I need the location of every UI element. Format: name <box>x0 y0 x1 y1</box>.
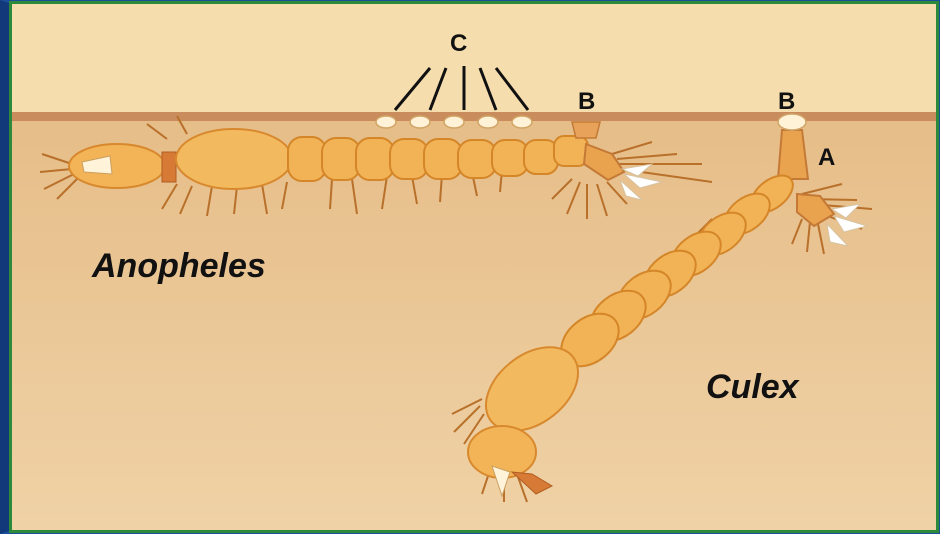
label-anopheles: Anopheles <box>92 247 266 286</box>
culex-siphon <box>778 130 808 179</box>
air-region <box>12 4 936 116</box>
diagram-canvas: C B B A Anopheles Culex <box>12 4 936 530</box>
anopheles-thorax <box>176 129 292 189</box>
label-b-culex: B <box>778 88 795 116</box>
label-b-anopheles: B <box>578 88 595 116</box>
label-a: A <box>818 144 835 172</box>
label-c: C <box>450 30 467 58</box>
label-culex: Culex <box>706 368 799 407</box>
